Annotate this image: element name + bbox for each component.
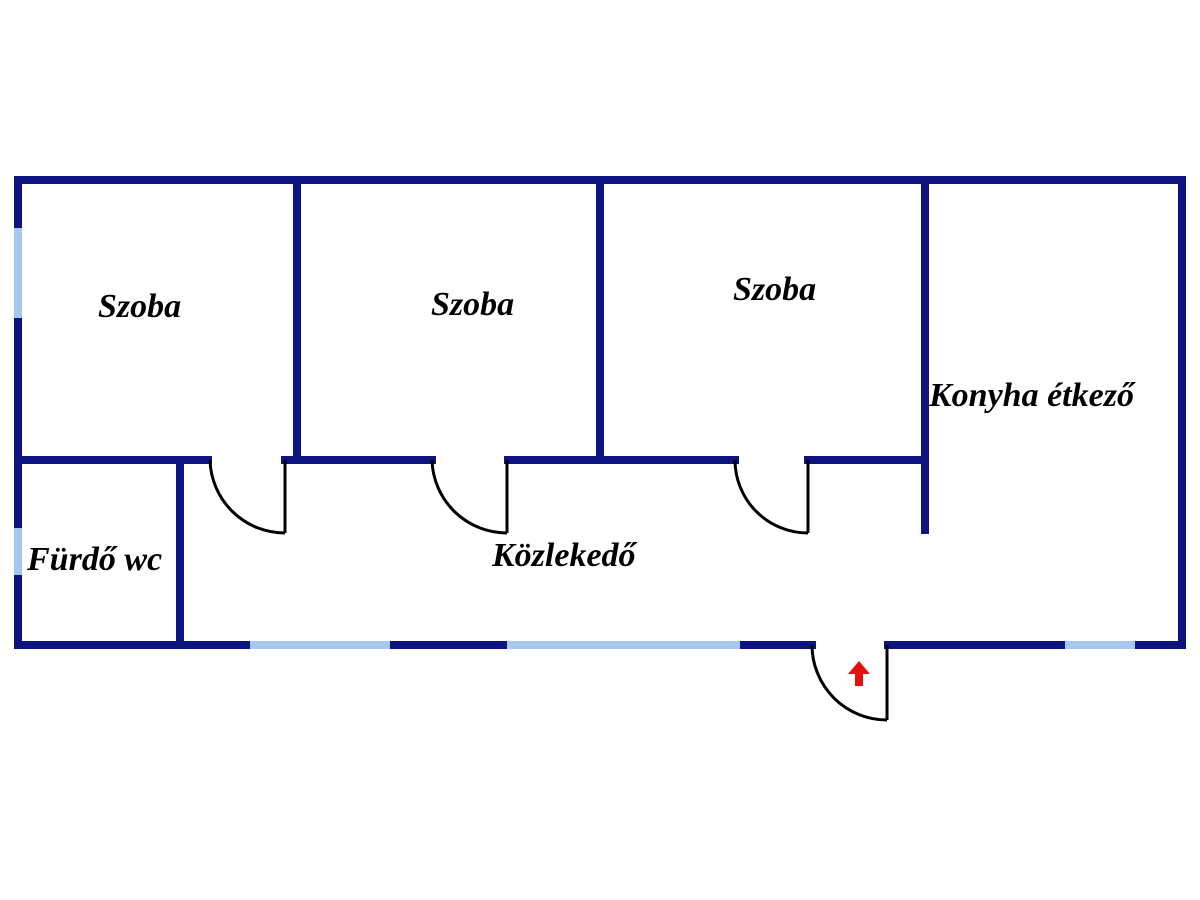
windows xyxy=(14,228,1135,649)
walls xyxy=(14,176,1186,649)
room-label-szoba-1: Szoba xyxy=(98,288,181,325)
room-label-furdo: Fürdő wc xyxy=(26,541,162,578)
room-label-kozlekedo: Közlekedő xyxy=(491,537,638,574)
room-label-szoba-2: Szoba xyxy=(431,286,514,323)
room-label-konyha: Konyha étkező xyxy=(928,377,1136,414)
up-arrow-icon xyxy=(848,661,870,686)
door-entrance xyxy=(810,644,889,722)
door-room2 xyxy=(430,459,509,535)
door-room1 xyxy=(208,459,287,535)
doors xyxy=(208,459,889,722)
room-label-szoba-3: Szoba xyxy=(733,271,816,308)
door-room3 xyxy=(733,459,810,535)
